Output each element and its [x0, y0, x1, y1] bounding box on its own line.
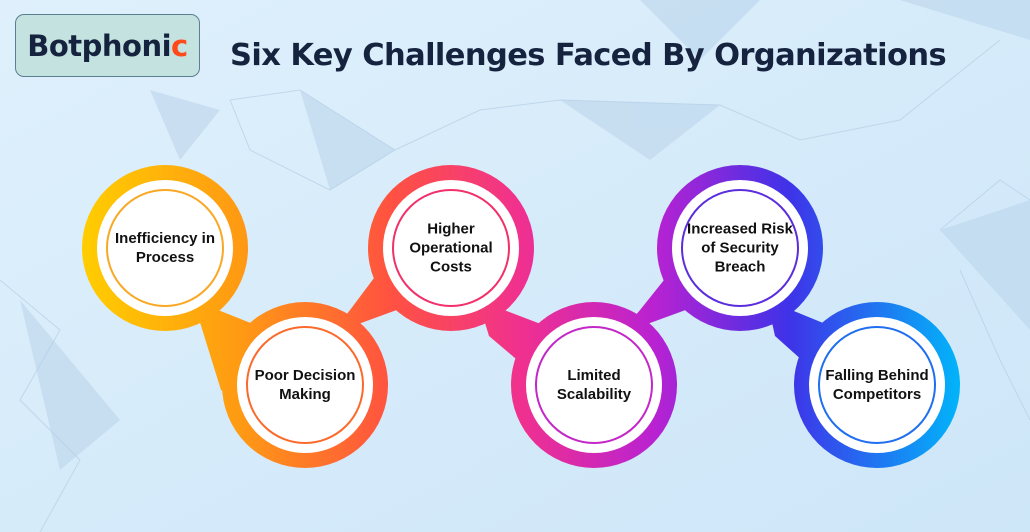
page-title: Six Key Challenges Faced By Organization…: [230, 38, 947, 73]
challenge-ring-1: [106, 189, 224, 307]
brand-name-accent: c: [171, 28, 188, 63]
challenge-label-6: Falling Behind Competitors: [825, 367, 929, 403]
challenge-disc-5: [672, 180, 808, 316]
challenge-label-1: Inefficiency in Process: [114, 230, 216, 266]
challenge-label-3: Higher Operational Costs: [409, 220, 493, 276]
challenge-disc-2: [237, 317, 373, 453]
challenge-ring-6: [818, 326, 936, 444]
challenge-disc-6: [809, 317, 945, 453]
challenge-disc-1: [97, 180, 233, 316]
challenge-disc-3: [383, 180, 519, 316]
challenge-label-4: Limited Scalability: [556, 367, 632, 403]
challenge-ring-2: [246, 326, 364, 444]
challenge-ring-3: [392, 189, 510, 307]
challenge-ring-4: [535, 326, 653, 444]
brand-name: Botphoni: [27, 28, 172, 63]
challenge-ring-5: [681, 189, 799, 307]
challenge-label-5: Increased Risk of Security Breach: [687, 220, 793, 276]
challenge-disc-4: [526, 317, 662, 453]
challenge-label-2: Poor Decision Making: [254, 367, 356, 403]
